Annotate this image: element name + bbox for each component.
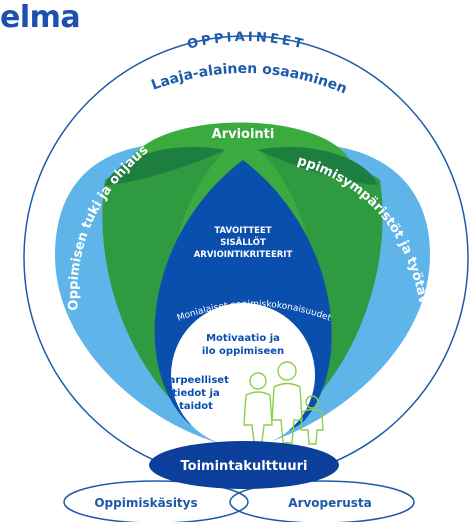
logo: elma	[0, 0, 81, 35]
outer-title: OPPIAINEET	[186, 30, 307, 53]
value-basis-ellipse	[229, 480, 415, 522]
core-line-2: SISÄLLÖT	[220, 237, 266, 248]
skills-line-1: Tarpeelliset	[163, 375, 229, 386]
core-line-3: ARVIOINTIKRITEERIT	[194, 250, 293, 260]
people-figures	[243, 361, 324, 445]
left-dark-overlap	[105, 146, 225, 185]
concept-of-learning-ellipse	[63, 480, 249, 522]
value-basis-label: Arvoperusta	[288, 496, 371, 510]
concept-of-learning-label: Oppimiskäsitys	[94, 496, 197, 510]
outer-subtitle: Laaja-alainen osaaminen	[149, 61, 349, 98]
motivation-line-2: ilo oppimiseen	[202, 346, 284, 357]
culture-ellipse	[149, 441, 339, 489]
culture-label: Toimintakulttuuri	[181, 459, 308, 474]
skills-line-2: tiedot ja	[172, 388, 219, 399]
right-dark-overlap	[258, 146, 378, 185]
core-line-1: TAVOITTEET	[214, 226, 271, 236]
inner-circle	[171, 303, 315, 447]
motivation-line-1: Motivaatio ja	[206, 333, 280, 344]
assessment-label: Arviointi	[212, 127, 275, 142]
skills-line-3: taidot	[179, 401, 213, 412]
